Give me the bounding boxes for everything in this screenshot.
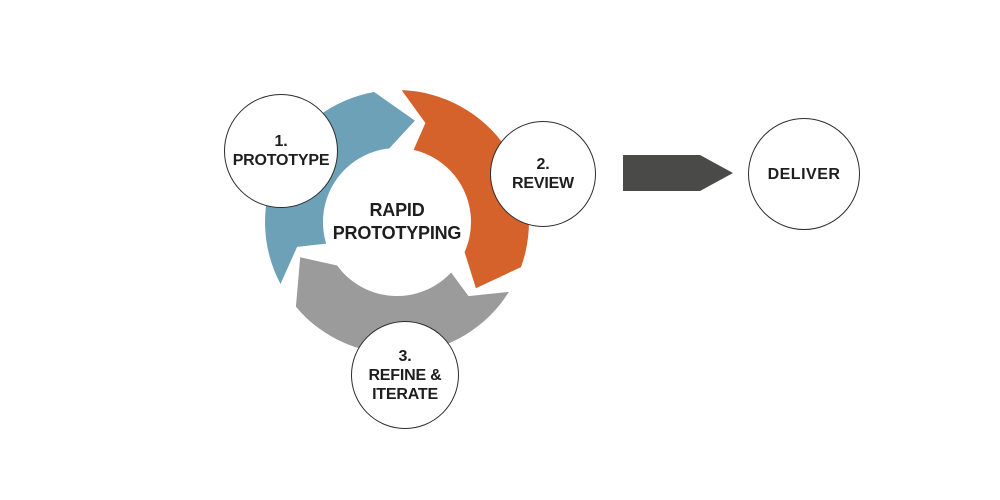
node-prototype-number: 1.: [274, 133, 288, 150]
cycle-center-title-line1: RAPID: [369, 200, 425, 220]
node-refine: 3. REFINE & ITERATE: [351, 321, 459, 429]
node-refine-label-line1: REFINE &: [368, 366, 442, 384]
node-review-label: REVIEW: [512, 175, 574, 192]
cycle-center-title: RAPID PROTOTYPING: [307, 199, 487, 245]
node-review: 2. REVIEW: [490, 121, 596, 227]
node-deliver-label: DELIVER: [767, 165, 841, 183]
node-deliver: DELIVER: [748, 118, 860, 230]
cycle-center-title-line2: PROTOTYPING: [332, 223, 462, 243]
deliver-arrow-icon: [623, 155, 733, 191]
cycle-arc-review-segment: [401, 90, 529, 289]
node-refine-label-line2: ITERATE: [372, 385, 438, 403]
node-review-number: 2.: [536, 156, 550, 173]
node-refine-number: 3.: [398, 347, 412, 365]
cycle-arc-refine-segment: [295, 257, 509, 354]
node-prototype: 1. PROTOTYPE: [224, 94, 338, 208]
node-prototype-label: PROTOTYPE: [232, 152, 330, 169]
